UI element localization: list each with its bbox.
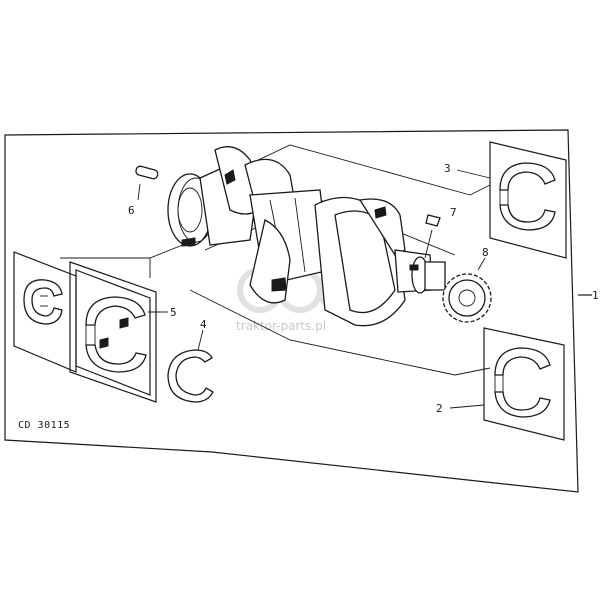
key-7: [424, 214, 441, 259]
dowel-pin-6: [135, 165, 159, 201]
leader-3: [456, 169, 491, 179]
diagram-frame: [4, 129, 579, 493]
crankshaft: [167, 146, 446, 327]
bearing-panel-2: [483, 327, 565, 441]
callout-1: 1: [592, 289, 599, 302]
figure-code: CD 30115: [18, 420, 70, 431]
bearing-panel-5: [69, 261, 157, 403]
callout-6: 6: [128, 204, 135, 217]
callout-2: 2: [436, 402, 443, 415]
leader-2: [449, 404, 485, 409]
thrust-washer-4: [167, 329, 214, 403]
gear-8: [442, 257, 492, 323]
watermark-text: traktor-parts.pl: [236, 319, 326, 333]
callout-4: 4: [200, 318, 207, 331]
thrust-washer-panel: [13, 251, 77, 373]
callout-5: 5: [170, 306, 177, 319]
callout-3: 3: [444, 162, 451, 175]
callout-7: 7: [450, 206, 457, 219]
callout-8: 8: [482, 246, 489, 259]
bearing-panel-3: [489, 141, 567, 259]
